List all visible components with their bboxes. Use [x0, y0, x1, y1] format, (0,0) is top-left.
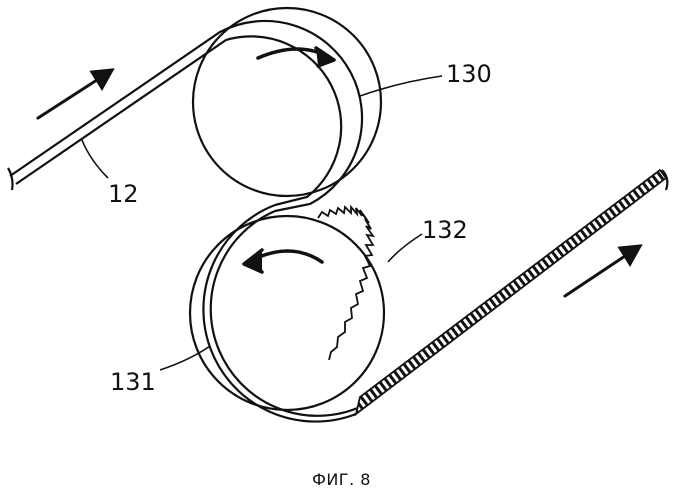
- figure-caption: ФИГ. 8: [0, 470, 683, 489]
- label-lower-roller: 131: [110, 368, 156, 396]
- texture-teeth: [318, 207, 373, 360]
- textured-exit-strip: [356, 170, 667, 414]
- leader-lines: [82, 76, 442, 370]
- feed-arrow-icon: [38, 70, 112, 118]
- label-texture: 132: [422, 216, 468, 244]
- lower-roller: [190, 216, 384, 410]
- upper-roller: [193, 8, 381, 196]
- curved-arrow-counterclockwise-icon: [244, 250, 322, 272]
- exit-arrow-icon: [565, 246, 640, 296]
- curved-arrow-clockwise-icon: [258, 48, 334, 66]
- label-web: 12: [108, 180, 139, 208]
- label-upper-roller: 130: [446, 60, 492, 88]
